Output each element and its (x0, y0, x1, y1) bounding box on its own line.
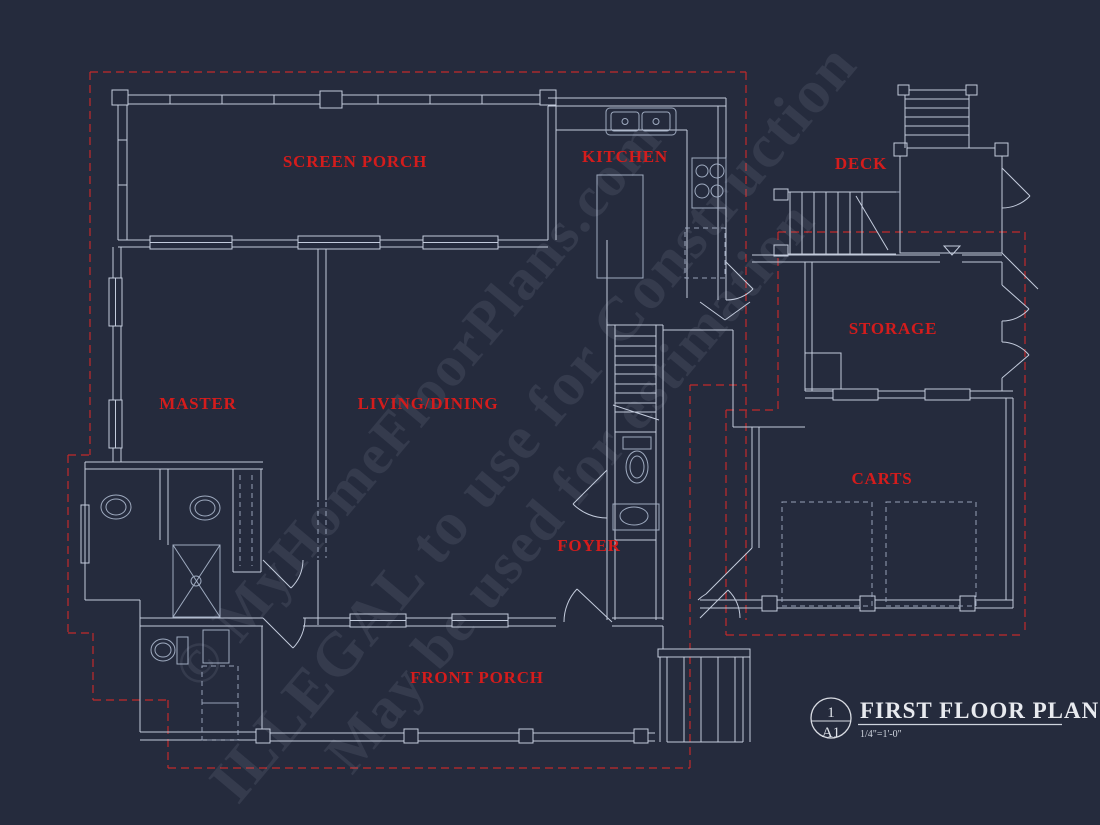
carts-entry-door (697, 565, 735, 601)
drawing-title: FIRST FLOOR PLAN (860, 698, 1099, 723)
kitchen-hall-door (725, 261, 754, 301)
window (149, 235, 233, 250)
foyer-door (572, 469, 608, 519)
watermark: © MyHomeFloorPlans.com ILLEGAL to use fo… (160, 31, 870, 815)
vanity-sink (100, 494, 132, 520)
room-label-living-dining: LIVING/DINING (358, 394, 499, 413)
vanity-sink (189, 495, 221, 521)
laundry-cabinet (202, 629, 230, 664)
window (80, 504, 90, 564)
laundry-door (262, 617, 306, 649)
bath-door (262, 559, 304, 589)
kitchen-sink (605, 107, 677, 136)
powder-sink (612, 503, 660, 531)
window (297, 235, 381, 250)
room-label-master: MASTER (159, 394, 237, 413)
cart-stall (781, 501, 873, 607)
mudroom-door (699, 589, 741, 619)
front-door (563, 588, 613, 623)
window (108, 277, 123, 327)
windows (80, 235, 971, 628)
shower (172, 544, 221, 618)
room-label-foyer: FOYER (557, 536, 621, 555)
room-label-storage: STORAGE (849, 319, 937, 338)
fixtures (100, 107, 727, 665)
cart-stall (885, 501, 977, 607)
window (349, 613, 407, 628)
roof-outline-dashed (67, 71, 1026, 769)
window (422, 235, 499, 250)
room-label-deck: DECK (835, 154, 887, 173)
room-label-screen-porch: SCREEN PORCH (283, 152, 427, 171)
refrigerator (684, 227, 726, 279)
walls (84, 84, 1039, 744)
room-labels: SCREEN PORCH KITCHEN DECK STORAGE MASTER… (159, 147, 937, 687)
kitchen-island (596, 174, 644, 279)
doors (262, 167, 1031, 649)
hall-double-door (699, 301, 751, 321)
title-block: 1 A1 FIRST FLOOR PLAN 1/4"=1'-0" (810, 697, 1099, 741)
closet-shelves (239, 475, 253, 566)
room-label-carts: CARTS (851, 469, 912, 488)
window (451, 613, 509, 628)
room-label-front-porch: FRONT PORCH (410, 668, 544, 687)
wc-toilet (150, 636, 189, 665)
master-opening (317, 191, 900, 558)
window (108, 399, 123, 449)
storage-bay-door (1001, 341, 1030, 379)
powder-toilet (622, 436, 652, 484)
sheet-number: A1 (822, 725, 840, 741)
door-header (924, 388, 971, 401)
drawing-scale: 1/4"=1'-0" (860, 729, 902, 740)
landing-door (1001, 167, 1031, 209)
dryer (201, 702, 239, 741)
detail-bubble (810, 697, 852, 739)
room-label-kitchen: KITCHEN (582, 147, 668, 166)
cooktop (691, 157, 727, 209)
dashed-features (201, 191, 977, 741)
door-header (832, 388, 879, 401)
detail-number: 1 (827, 705, 835, 721)
watermark-line2: ILLEGAL to use for Construction (197, 31, 871, 815)
storage-bay-door (1001, 284, 1030, 322)
